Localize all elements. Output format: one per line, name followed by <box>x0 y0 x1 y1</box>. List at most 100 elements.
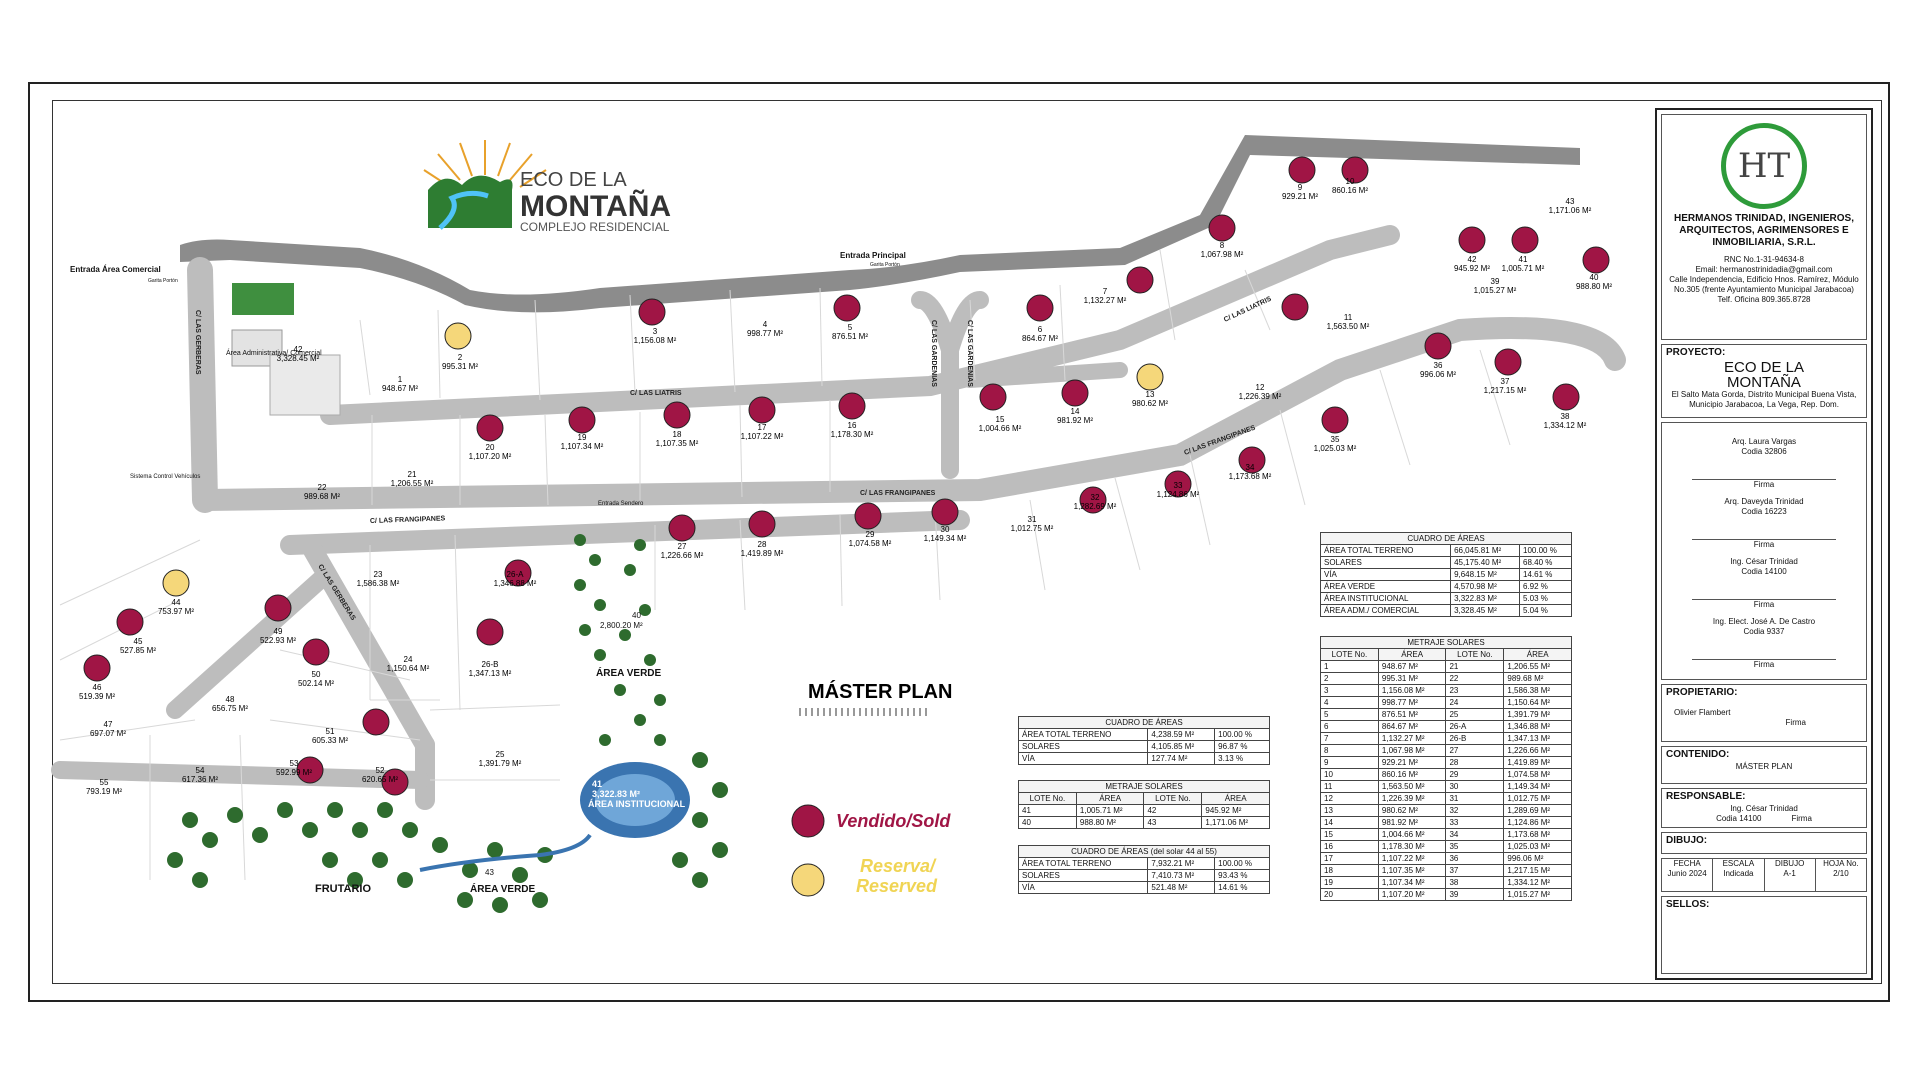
lot-35[interactable]: 351,025.03 M² <box>1314 406 1357 453</box>
lot-34[interactable]: 341,173.68 M² <box>1229 446 1272 481</box>
lot-41[interactable]: 411,005.71 M² <box>1502 226 1545 273</box>
cell: 7,932.21 M² <box>1147 857 1216 870</box>
lot-number: 42 <box>294 345 303 354</box>
lot-12[interactable]: 121,226.39 M² <box>1239 383 1282 401</box>
label-frutario: FRUTARIO <box>315 883 371 895</box>
responsable-name: Ing. César Trinidad <box>1730 804 1798 813</box>
sellos-box: SELLOS: <box>1661 896 1867 974</box>
lot-30[interactable]: 301,149.34 M² <box>924 498 967 543</box>
signer-code: Codia 9337 <box>1743 627 1785 636</box>
lot-area: 948.67 M² <box>382 384 418 393</box>
lot-29[interactable]: 291,074.58 M² <box>849 502 892 548</box>
lot-42[interactable]: 423,328.45 M² <box>277 345 320 363</box>
cell: 7 <box>1320 732 1379 745</box>
lot-26-A[interactable]: 26-A1,346.88 M² <box>494 559 537 588</box>
cell: 1,289.69 M² <box>1503 804 1572 817</box>
sold-marker <box>1552 383 1580 411</box>
lot-number: 3 <box>653 327 658 336</box>
cell: 9 <box>1320 756 1379 769</box>
lot-area: 1,156.08 M² <box>634 336 677 345</box>
cell: 96.87 % <box>1214 740 1270 753</box>
lot-8[interactable]: 81,067.98 M² <box>1201 214 1244 259</box>
lot-number: 7 <box>1103 287 1108 296</box>
lot-19[interactable]: 191,107.34 M² <box>561 406 604 451</box>
signer-name: Ing. Elect. José A. De Castro <box>1712 617 1816 626</box>
lot-number: 5 <box>848 323 853 332</box>
lot-27[interactable]: 271,226.66 M² <box>661 514 704 560</box>
lot-32[interactable]: 321,282.69 M² <box>1074 486 1117 514</box>
lot-28[interactable]: 281,419.89 M² <box>741 510 784 558</box>
cell: 29 <box>1445 768 1505 781</box>
lot-number: 12 <box>1256 383 1265 392</box>
cell: 37 <box>1445 864 1505 877</box>
sold-marker <box>748 510 776 538</box>
cell: 860.16 M² <box>1377 768 1447 781</box>
lot-23[interactable]: 231,586.38 M² <box>357 570 400 588</box>
lot-18[interactable]: 181,107.35 M² <box>656 401 699 448</box>
lot-number: 19 <box>578 433 587 442</box>
lot-24[interactable]: 241,150.64 M² <box>387 655 430 673</box>
lot-3[interactable]: 31,156.08 M² <box>634 298 677 345</box>
lot-21[interactable]: 211,206.55 M² <box>391 470 434 488</box>
lot-37[interactable]: 371,217.15 M² <box>1484 348 1527 395</box>
lot-38[interactable]: 381,334.12 M² <box>1544 383 1587 430</box>
reserved-marker <box>444 322 472 350</box>
lot-20[interactable]: 201,107.20 M² <box>469 414 512 461</box>
lot-11[interactable]: 111,563.50 M² <box>1281 293 1370 331</box>
lot-15[interactable]: 151,004.66 M² <box>979 383 1022 433</box>
sold-marker <box>1494 348 1522 376</box>
lot-31[interactable]: 311,012.75 M² <box>1011 515 1054 533</box>
lot-7[interactable]: 71,132.27 M² <box>1084 266 1154 305</box>
sold-marker <box>1288 156 1316 184</box>
lot-area: 988.80 M² <box>1576 282 1612 291</box>
lot-area: 697.07 M² <box>90 729 126 738</box>
signer-name: Arq. Laura Vargas <box>1731 437 1797 446</box>
cell: 5.03 % <box>1519 592 1572 605</box>
lot-43[interactable]: 431,171.06 M² <box>1549 197 1592 215</box>
lot-39[interactable]: 391,015.27 M² <box>1474 277 1517 295</box>
lot-26-B[interactable]: 26-B1,347.13 M² <box>469 618 512 678</box>
cell: 42 <box>1143 804 1203 817</box>
lot-17[interactable]: 171,107.22 M² <box>741 396 784 441</box>
lot-33[interactable]: 331,124.86 M² <box>1157 470 1200 499</box>
lot-25[interactable]: 251,391.79 M² <box>479 750 522 768</box>
label-entrada-principal: Entrada Principal <box>840 251 906 260</box>
sold-marker <box>979 383 1007 411</box>
lot-16[interactable]: 161,178.30 M² <box>831 392 874 439</box>
hoja-label: HOJA No. <box>1823 859 1859 868</box>
label-area-administrativa: Área Administrativa/ Comercial <box>226 348 322 357</box>
master-plan-title: MÁSTER PLAN <box>808 680 952 703</box>
company-logo: HT <box>1721 123 1807 209</box>
lot-area: 1,226.39 M² <box>1239 392 1282 401</box>
sold-marker <box>668 514 696 542</box>
